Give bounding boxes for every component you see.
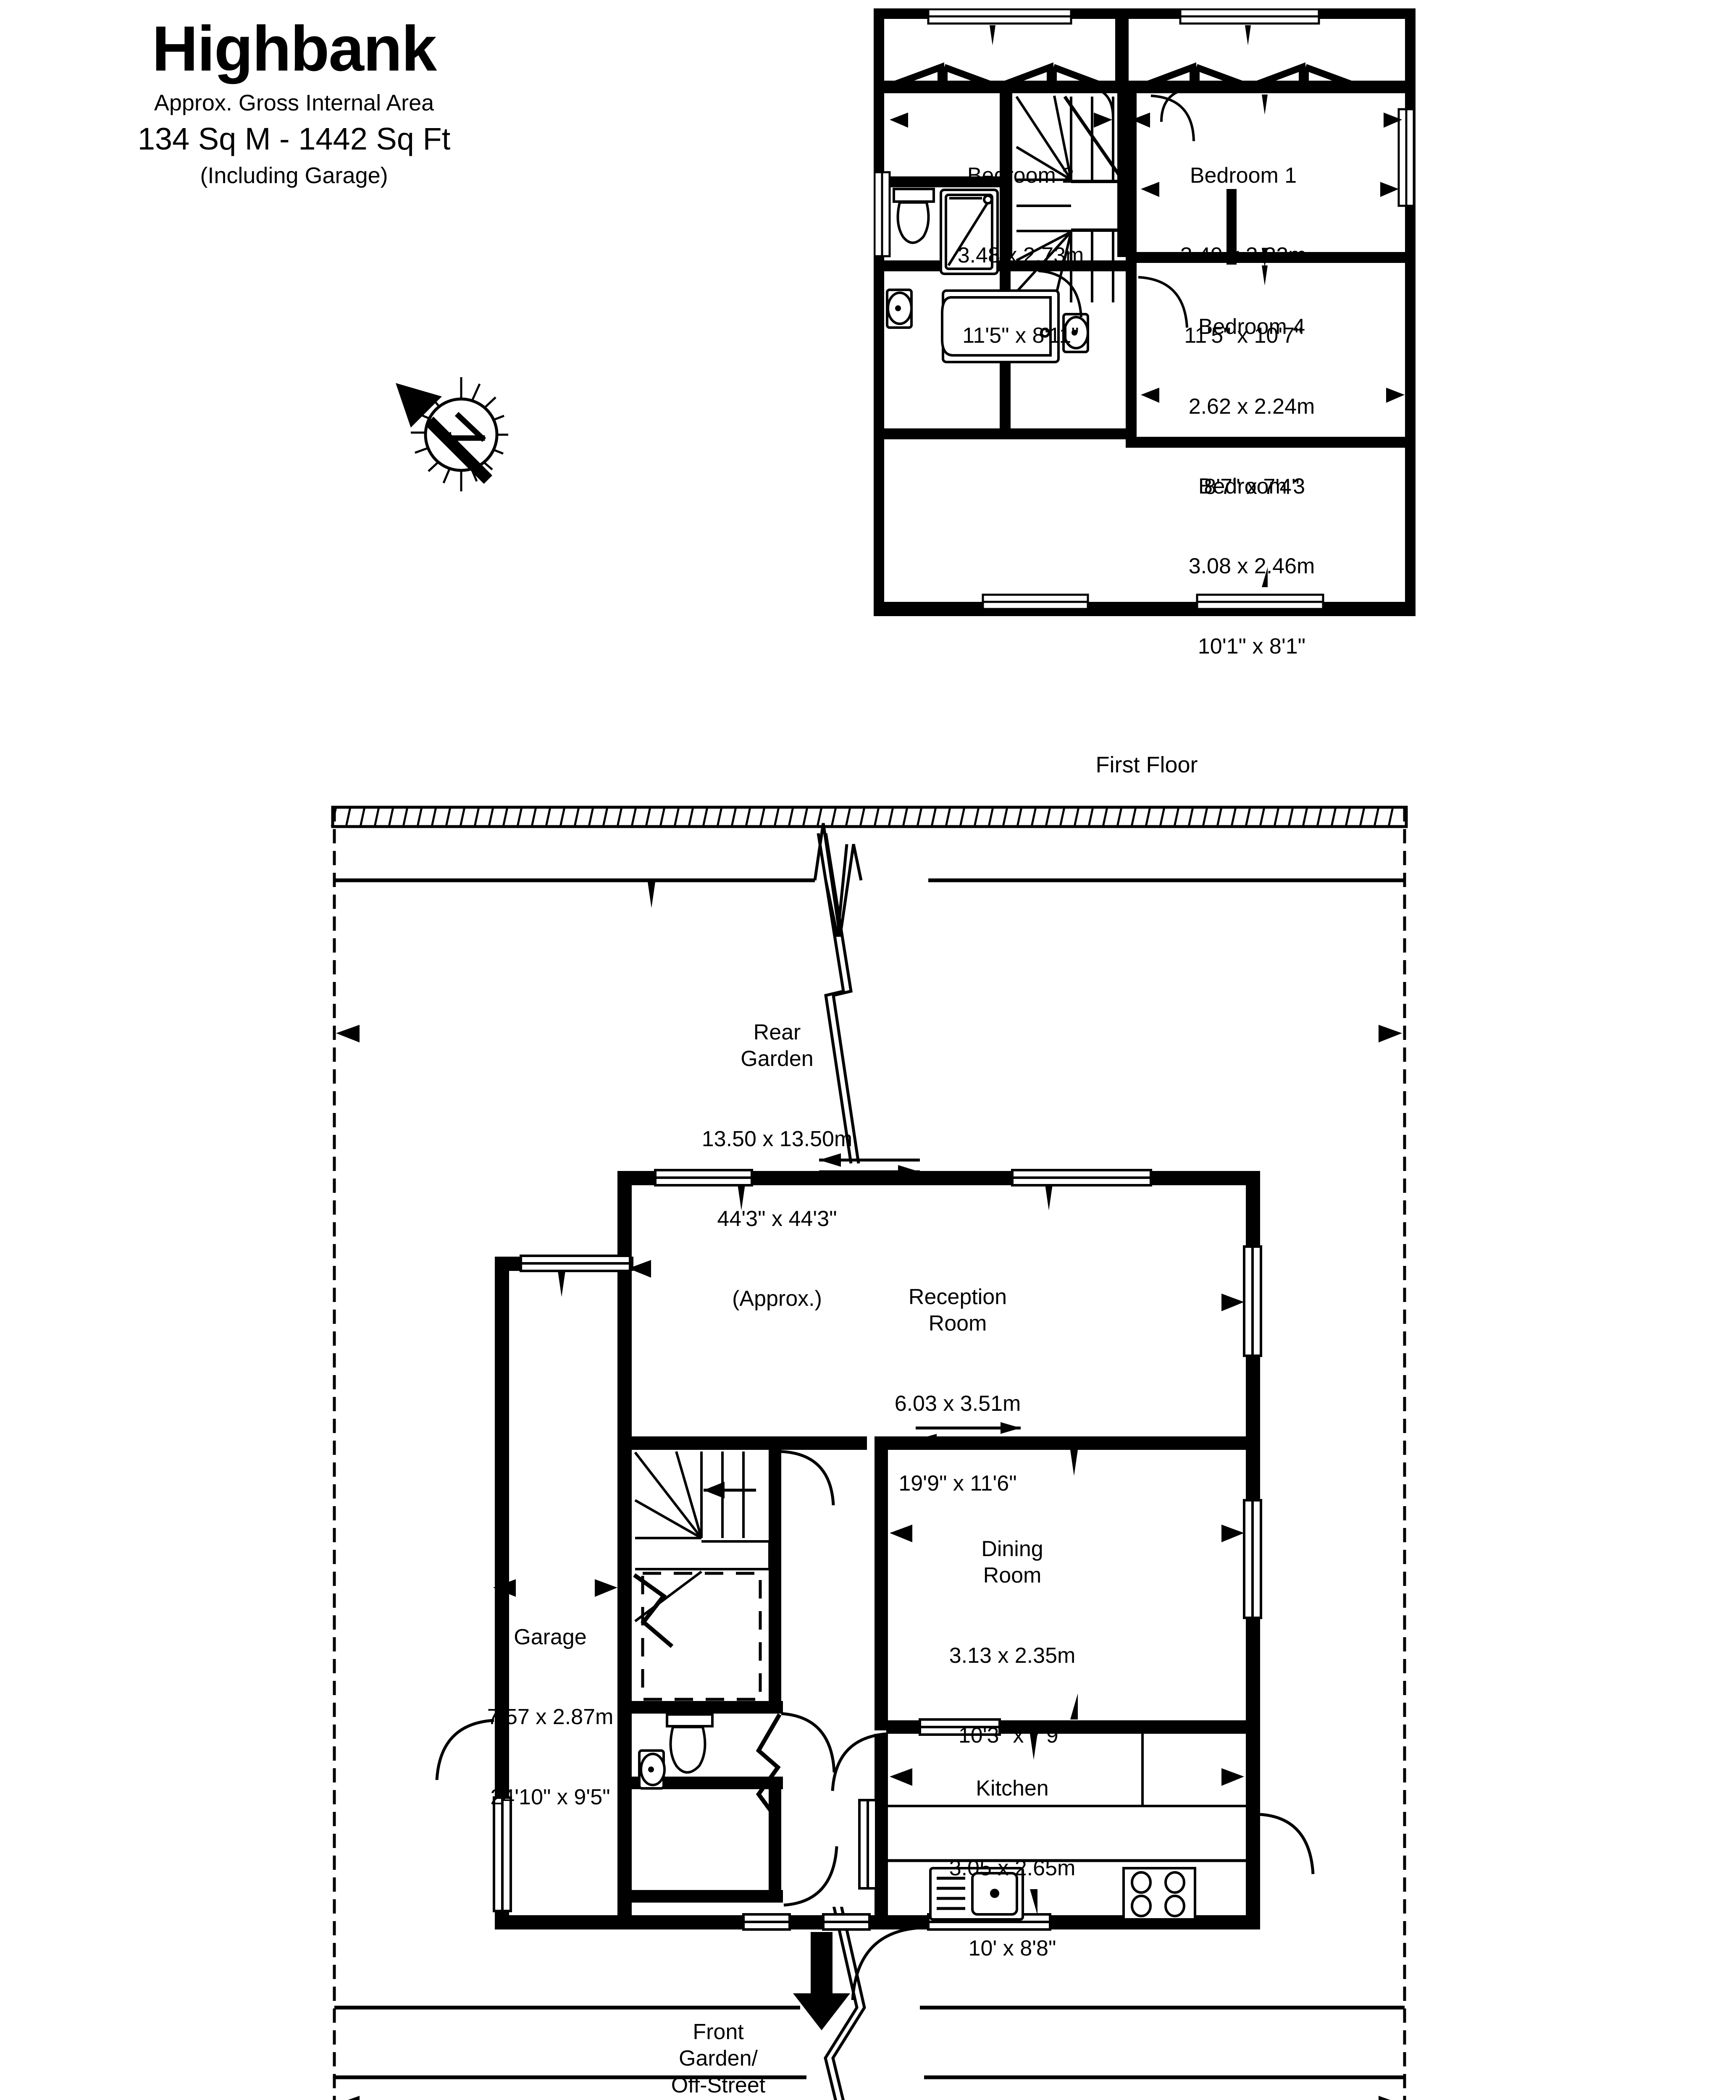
room-label-garage: Garage 7.57 x 2.87m 24'10" x 9'5" [420, 1571, 680, 1837]
plot-boundary [331, 806, 1408, 2100]
area-metric: 13.50 x 13.50m [701, 1126, 853, 1151]
compass-rose [370, 357, 521, 508]
area-label-front-garden-parking: Front Garden/ Off-Street Parking 13.50 x… [575, 1966, 861, 2100]
wc-fixtures [638, 1713, 714, 1790]
room-imperial: 11'5" x 10'7" [1184, 323, 1303, 348]
front-door-entry-arrow [793, 1932, 850, 2030]
room-imperial: 11'5" x 8'11" [962, 323, 1079, 348]
first-floor-plan [874, 8, 1416, 739]
stairs-direction-arrow [704, 1482, 725, 1499]
interior-walls [632, 1436, 1260, 1919]
ground-floor-plan [323, 798, 1416, 2100]
windows [493, 1153, 1262, 1931]
area-name: Rear Garden [741, 1020, 814, 1071]
page-title: Highbank [152, 13, 437, 84]
door-swings [435, 1450, 1315, 2000]
room-imperial: 19'9" x 11'6" [898, 1471, 1017, 1496]
room-metric: 3.13 x 2.35m [949, 1643, 1076, 1668]
area-label-rear-garden: Rear Garden 13.50 x 13.50m 44'3" x 44'3"… [630, 966, 924, 1339]
room-metric: 2.62 x 2.24m [1188, 394, 1315, 419]
room-metric: 3.49 x 3.22m [1180, 243, 1307, 268]
room-metric: 3.05 x 2.65m [949, 1856, 1076, 1881]
area-note: (Approx.) [732, 1286, 822, 1311]
room-name: Bedroom 1 [1190, 163, 1297, 188]
room-label-bedroom-2: Bedroom 2 3.48 x 2.73m 11'5" x 8'11" [916, 109, 1126, 375]
area-caption: Approx. Gross Internal Area [154, 90, 434, 116]
room-metric: 3.08 x 2.46m [1188, 554, 1315, 579]
room-name: Kitchen [976, 1776, 1049, 1801]
room-label-bedroom-1: Bedroom 1 3.49 x 3.22m 11'5" x 10'7" [1134, 109, 1353, 375]
room-label-reception-room: Reception Room 6.03 x 3.51m 19'9" x 11'6… [823, 1231, 1092, 1524]
room-name: Reception Room [908, 1284, 1007, 1336]
room-imperial: 10' x 8'8" [968, 1936, 1056, 1961]
kitchen-fixtures [888, 1734, 1246, 1921]
room-label-bedroom-3: Bedroom 3 3.08 x 2.46m 10'1" x 8'1" [1142, 420, 1361, 686]
room-name: Dining Room [981, 1536, 1043, 1588]
room-metric: 6.03 x 3.51m [894, 1391, 1021, 1416]
room-name: Bedroom 2 [967, 163, 1074, 188]
room-imperial: 10'1" x 8'1" [1198, 634, 1306, 659]
area-figures: 134 Sq M - 1442 Sq Ft [137, 121, 451, 156]
area-note: (Including Garage) [200, 163, 388, 188]
room-name: Bedroom 4 [1198, 314, 1305, 339]
room-label-dining-room: Dining Room 3.13 x 2.35m 10'3" x 7'9" [895, 1483, 1130, 1776]
title-block: Highbank Approx. Gross Internal Area 134… [59, 17, 529, 189]
room-imperial: 10'3" x 7'9" [958, 1723, 1066, 1748]
compass-north-arrow-icon [396, 377, 508, 491]
room-name: Garage [514, 1625, 587, 1649]
area-imperial: 44'3" x 44'3" [717, 1206, 837, 1231]
ground-staircase [634, 1451, 771, 1622]
room-label-bedroom-4: Bedroom 4 2.62 x 2.24m 8'7" x 7'4" [1142, 260, 1361, 527]
room-imperial: 24'10" x 9'5" [490, 1785, 610, 1809]
dimension-markers [336, 882, 1402, 2100]
room-metric: 3.48 x 2.73m [957, 243, 1084, 268]
room-metric: 7.57 x 2.87m [487, 1705, 614, 1730]
room-imperial: 8'7" x 7'4" [1204, 474, 1300, 499]
room-name: Bedroom 3 [1198, 474, 1305, 499]
area-name: Front Garden/ Off-Street Parking [671, 2019, 766, 2100]
first-floor-caption: First Floor [1095, 752, 1198, 777]
room-label-kitchen: Kitchen 3.05 x 2.65m 10' x 8'8" [895, 1722, 1130, 1988]
